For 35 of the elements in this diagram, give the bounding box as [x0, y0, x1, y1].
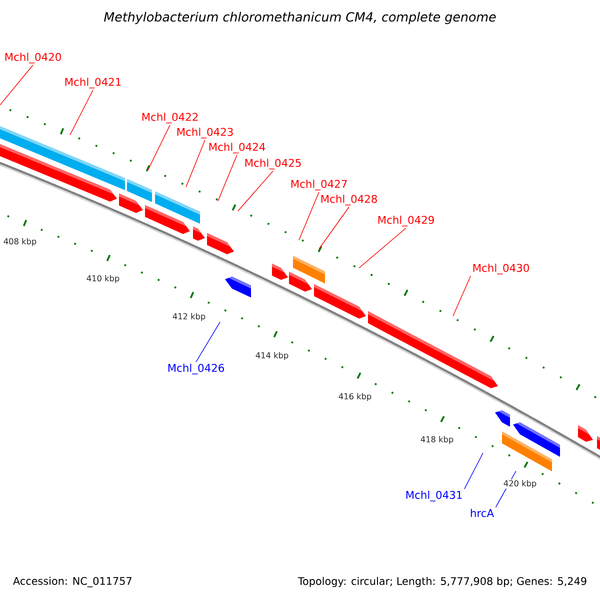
gene-label: Mchl_0420 — [5, 52, 61, 64]
leader-line — [196, 322, 220, 362]
title: Methylobacterium chloromethanicum CM4, complete genome — [104, 12, 496, 24]
gene-label: hrcA — [470, 508, 494, 518]
scale-label: 414 kbp — [254, 351, 290, 361]
leader-line — [148, 124, 170, 170]
leader-line — [218, 154, 238, 202]
scale-label: 408 kbp — [2, 237, 38, 247]
gene-label: Mchl_0427 — [291, 180, 347, 190]
gene-label: Mchl_0423 — [177, 128, 233, 138]
scale-label: 420 kbp — [502, 479, 538, 489]
accession-text: Accession: NC_011757 — [13, 576, 132, 588]
genome-info-text: Topology: circular; Length: 5,777,908 bp; Genes: 5,249 — [298, 576, 586, 588]
leader-line — [0, 64, 34, 106]
gene-label: Mchl_0429 — [378, 216, 434, 226]
leader-line — [358, 228, 406, 268]
gene-label: Mchl_0422 — [142, 112, 198, 124]
gene-label: Mchl_0421 — [65, 78, 121, 88]
gene-label: Mchl_0425 — [245, 158, 301, 170]
gene-label: Mchl_0431 — [406, 490, 462, 502]
gene-label: Mchl_0430 — [473, 264, 529, 274]
leader-line — [238, 170, 274, 212]
leader-line — [464, 452, 484, 490]
leader-line — [70, 90, 94, 136]
scale-label: 410 kbp — [86, 274, 120, 284]
scale-label: 416 kbp — [338, 392, 372, 402]
leader-line — [318, 206, 350, 250]
scale-label: 418 kbp — [420, 435, 454, 445]
gene-label: Mchl_0426 — [168, 364, 224, 374]
gene-label: Mchl_0424 — [209, 142, 266, 154]
gene-label: Mchl_0428 — [321, 194, 377, 206]
scale-label: 412 kbp — [172, 312, 206, 322]
leader-line — [186, 140, 206, 188]
leader-line — [452, 276, 471, 316]
leader-line — [298, 192, 320, 240]
